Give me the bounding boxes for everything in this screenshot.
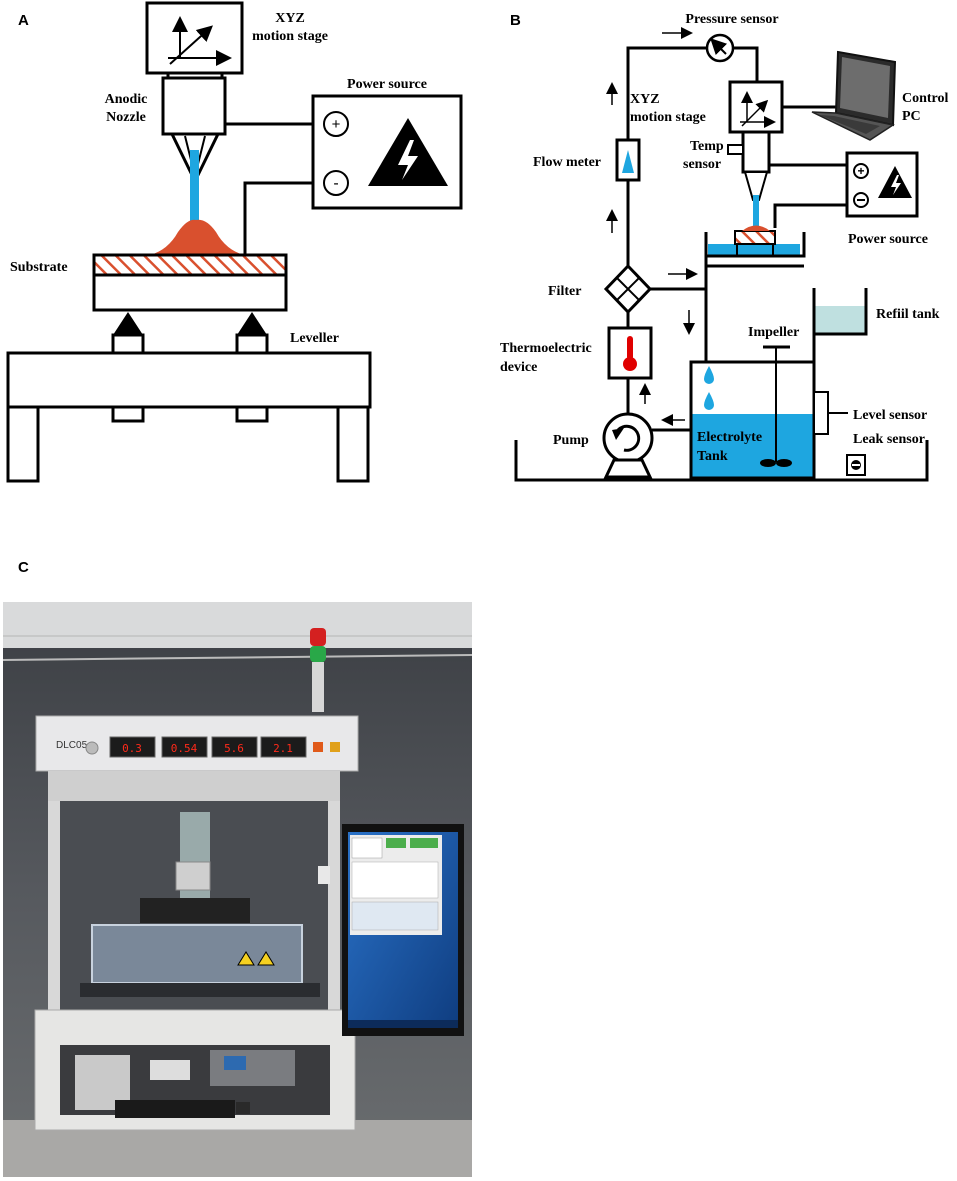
b-xyz-stage — [728, 80, 784, 134]
c-power-supply — [210, 1050, 295, 1086]
b-temp-sensor — [727, 144, 744, 155]
a-table-leg-right — [336, 405, 370, 483]
a-xyz-label-2: motion stage — [252, 29, 328, 44]
a-electrolyte-jet — [190, 150, 199, 232]
b-nozzle — [741, 130, 771, 174]
b-control-pc-laptop — [811, 50, 897, 141]
panel-a-letter: A — [18, 12, 29, 29]
panel-c: C DLC05 0.3 0.54 5.6 — [2, 559, 473, 1177]
svg-text:DLC05: DLC05 — [56, 740, 88, 751]
b-xyz-label-1: XYZ — [630, 92, 660, 107]
b-level-sensor — [813, 391, 829, 435]
c-photo: DLC05 0.3 0.54 5.6 2.1 — [2, 602, 473, 1177]
b-pump-label: Pump — [553, 433, 589, 448]
a-power-source-label: Power source — [347, 77, 427, 92]
b-tank-electrolyte — [691, 414, 814, 478]
c-meters: 0.3 0.54 5.6 2.1 — [109, 736, 307, 758]
svg-text:0.3: 0.3 — [122, 742, 142, 755]
b-impeller-label: Impeller — [748, 325, 799, 340]
a-leveller-left — [113, 312, 143, 335]
panel-a: A XYZ motion stage Anodic Nozzle Power s… — [6, 1, 463, 483]
b-control-pc-label-2: PC — [902, 109, 921, 124]
a-anodic-label-1: Anodic — [105, 92, 148, 107]
a-leveller-label: Leveller — [290, 331, 339, 346]
b-refill-label: Refiil tank — [876, 307, 940, 322]
b-temp-label-1: Temp — [690, 139, 724, 154]
a-xyz-label-1: XYZ — [275, 11, 305, 26]
b-tank-label-1: Electrolyte — [697, 430, 762, 445]
a-table-top — [6, 351, 372, 409]
a-deposit — [150, 219, 244, 255]
a-substrate — [92, 273, 288, 312]
b-thermo-label-2: device — [500, 360, 537, 375]
b-pressure-sensor-label: Pressure sensor — [685, 12, 778, 27]
b-tank-label-2: Tank — [697, 449, 728, 464]
a-leveller-right — [237, 312, 267, 335]
b-pump — [602, 412, 654, 464]
c-keyboard — [115, 1100, 235, 1118]
b-flow-meter-label: Flow meter — [533, 155, 601, 170]
panel-c-letter: C — [18, 559, 29, 576]
b-leak-sensor-label: Leak sensor — [853, 432, 925, 447]
svg-text:2.1: 2.1 — [273, 742, 293, 755]
a-substrate-coating — [92, 253, 288, 277]
b-power-source-label: Power source — [848, 232, 928, 247]
a-anodic-nozzle — [161, 76, 227, 136]
a-minus-terminal — [323, 170, 349, 196]
b-level-sensor-label: Level sensor — [853, 408, 927, 423]
a-table-leg-left — [6, 405, 40, 483]
svg-text:-: - — [333, 175, 338, 192]
b-refill-liquid — [814, 306, 866, 334]
panel-b-letter: B — [510, 12, 521, 29]
a-xyz-axes-icon — [168, 16, 232, 66]
b-control-pc-label-1: Control — [902, 91, 949, 106]
c-tower-light — [310, 628, 326, 646]
a-substrate-label: Substrate — [10, 260, 68, 275]
c-work-tank — [91, 924, 303, 984]
a-xyz-stage-box — [145, 1, 244, 75]
b-tray-electrolyte — [708, 244, 800, 256]
panel-b: B Pressure sensor XYZ motion stage Contr… — [500, 12, 949, 482]
a-plus-terminal — [323, 111, 349, 137]
svg-text:+: + — [332, 116, 341, 133]
b-temp-label-2: sensor — [683, 157, 721, 172]
b-xyz-label-2: motion stage — [630, 110, 706, 125]
svg-text:5.6: 5.6 — [224, 742, 244, 755]
b-substrate — [734, 230, 776, 245]
b-thermo-label-1: Thermoelectric — [500, 341, 592, 356]
b-filter-label: Filter — [548, 284, 581, 299]
svg-text:0.54: 0.54 — [171, 742, 198, 755]
a-anodic-label-2: Nozzle — [106, 110, 146, 125]
svg-text:+: + — [857, 164, 864, 178]
